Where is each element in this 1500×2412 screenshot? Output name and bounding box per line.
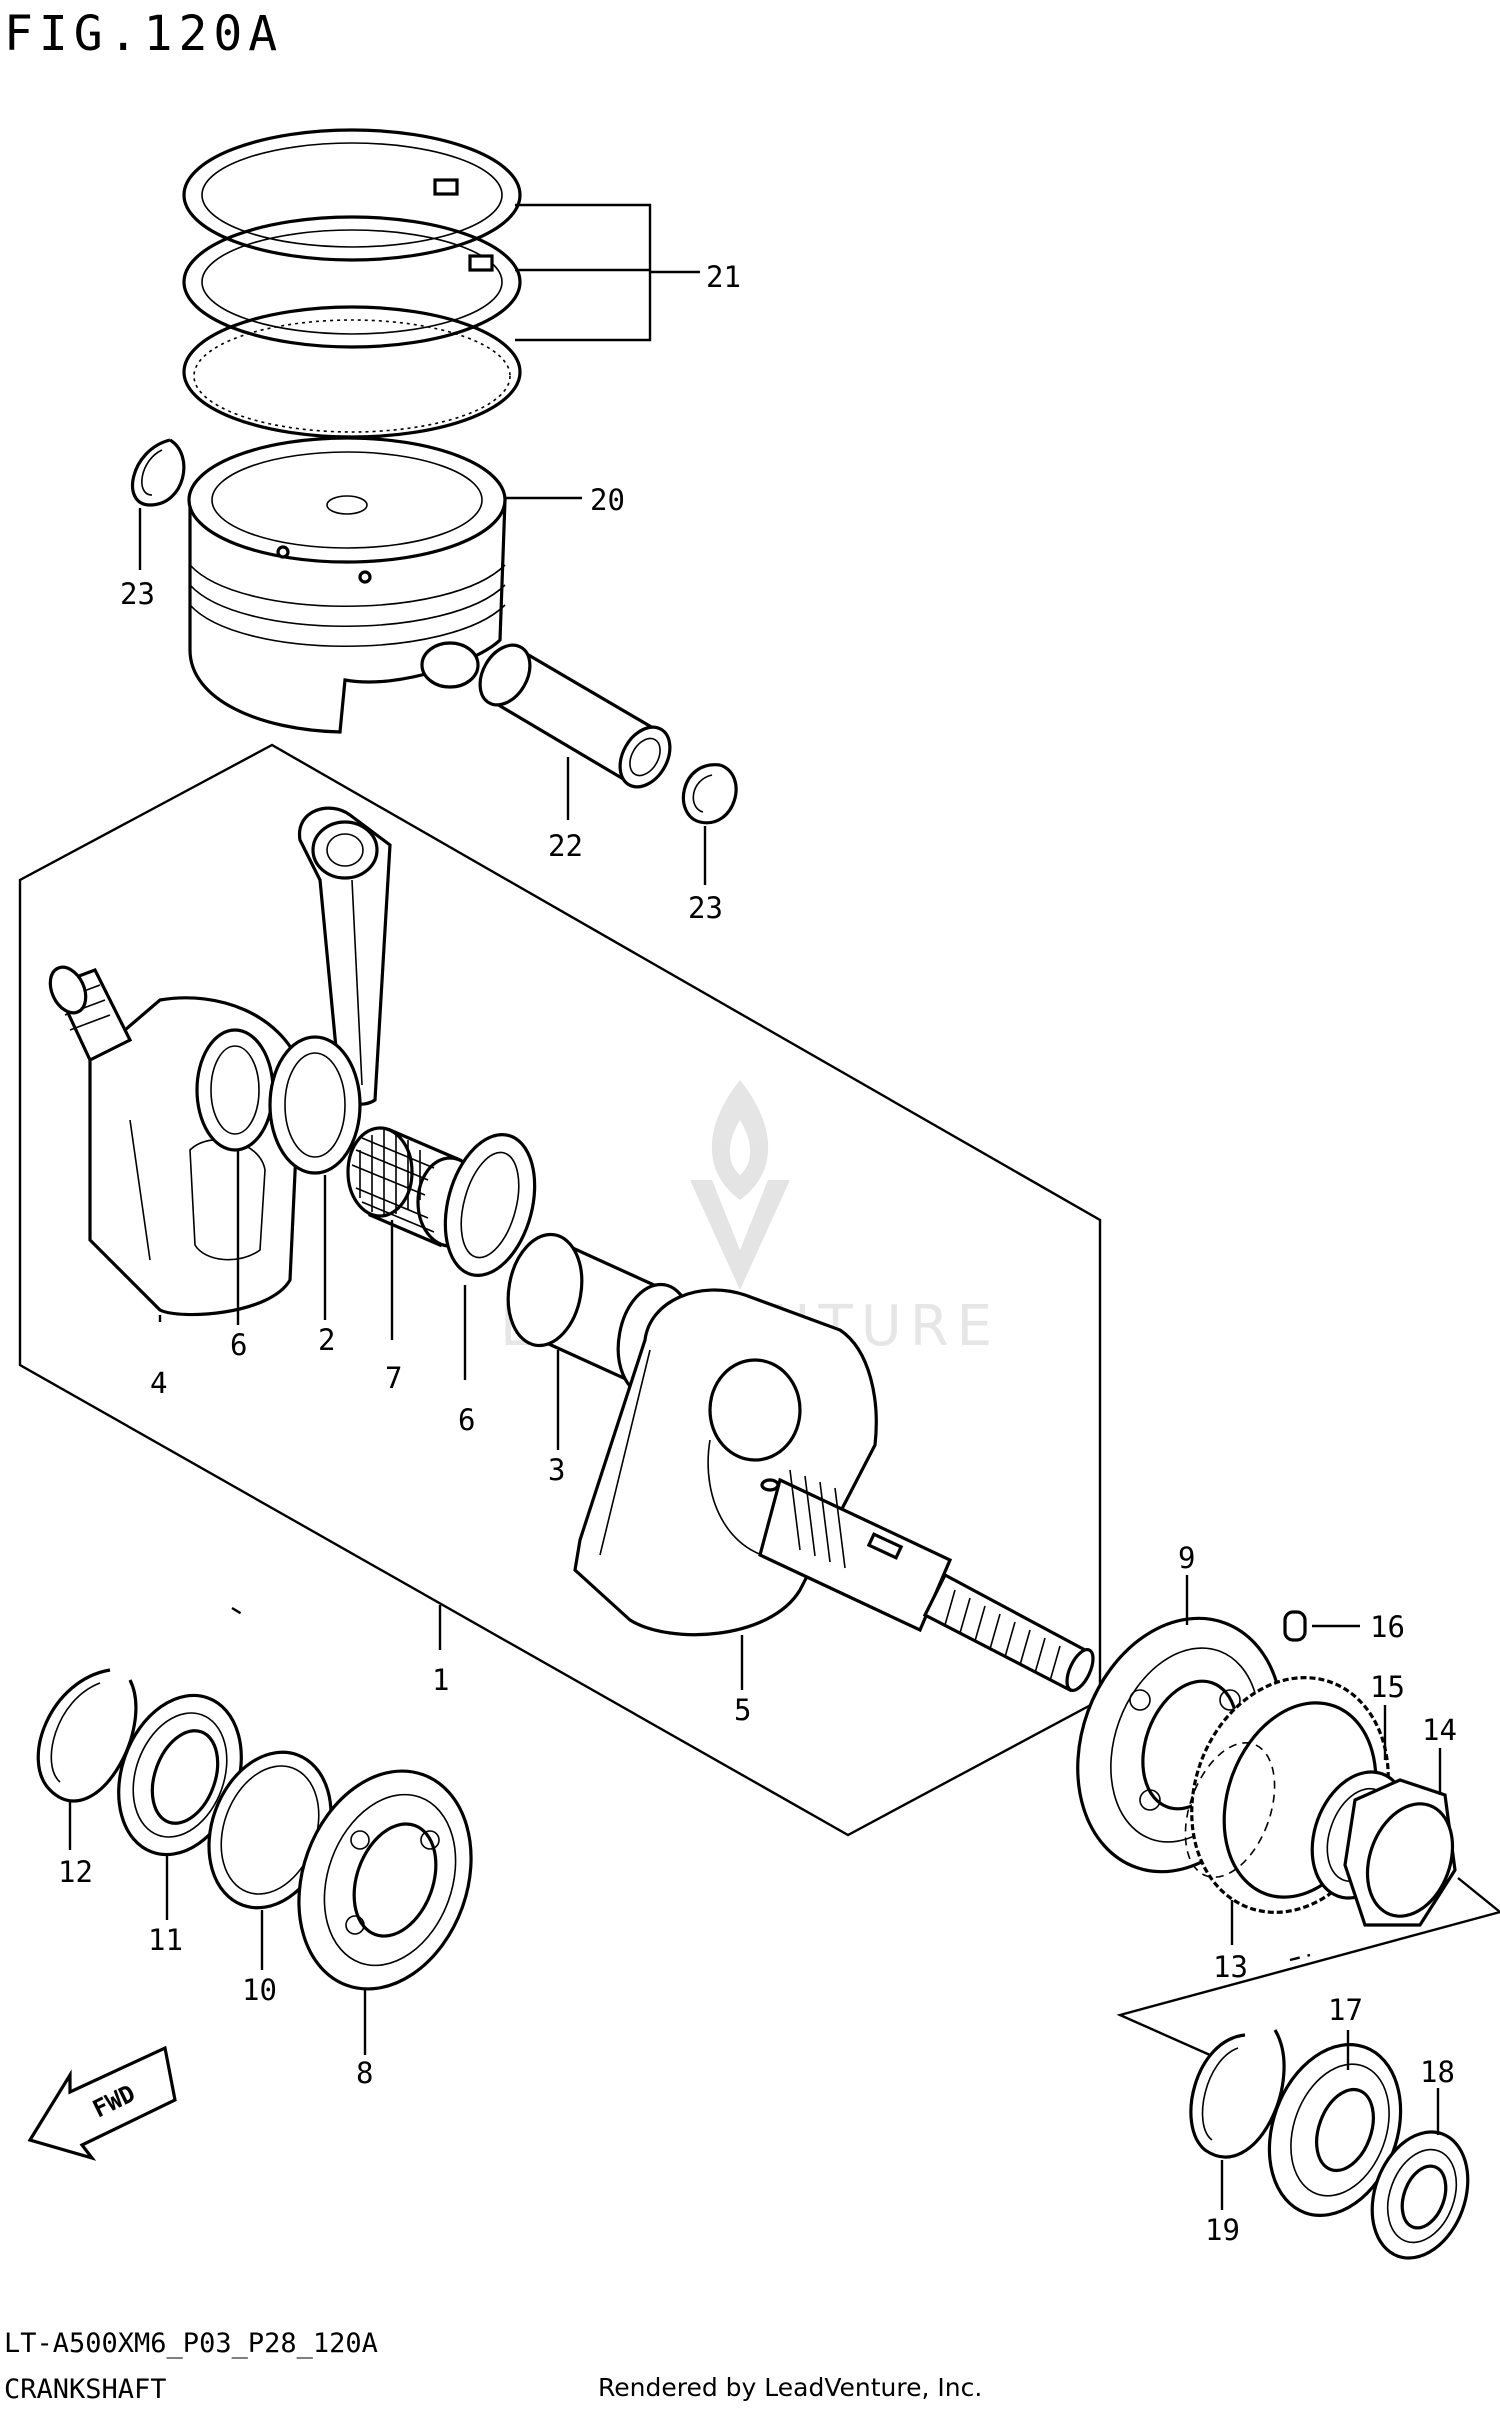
piston-pin-circlip-right[interactable] [681,763,738,825]
thrust-washer-right[interactable] [431,1125,549,1286]
diagram-code: LT-A500XM6_P03_P28_120A [4,2328,378,2359]
callout-12[interactable]: 12 [58,1855,93,1889]
circlip[interactable] [1189,2029,1286,2159]
nut[interactable] [1343,1778,1467,1928]
right-group-outline [1116,1877,1500,2057]
callout-6-left[interactable]: 6 [230,1328,247,1362]
circlip-left[interactable] [36,1668,138,1803]
callout-21[interactable]: 21 [706,260,741,294]
callout-22[interactable]: 22 [548,829,583,863]
callout-labels: 21 20 23 22 23 4 6 2 7 6 3 1 5 9 16 15 1… [58,260,1457,2247]
crank-pin-collar [268,1035,362,1175]
callout-18[interactable]: 18 [1420,2055,1455,2089]
section-title: CRANKSHAFT [4,2374,167,2405]
bearing[interactable] [1247,2026,1424,2234]
piston[interactable] [187,436,507,734]
callout-7[interactable]: 7 [385,1361,402,1395]
watermark-logo [690,1080,790,1290]
callout-13[interactable]: 13 [1213,1950,1248,1984]
oil-seal-left[interactable] [97,1678,262,1872]
callout-14[interactable]: 14 [1422,1713,1457,1747]
callout-6-right[interactable]: 6 [458,1403,475,1437]
piston-pin[interactable] [470,636,680,795]
callout-3[interactable]: 3 [548,1453,565,1487]
callout-5[interactable]: 5 [734,1693,751,1727]
connecting-rod[interactable] [298,806,392,1106]
thrust-washer-left[interactable] [195,1028,275,1152]
callout-8[interactable]: 8 [356,2056,373,2090]
crankshaft-group-outline [18,743,1102,1837]
callout-4[interactable]: 4 [150,1366,167,1400]
callout-20[interactable]: 20 [590,483,625,517]
piston-pin-circlip-left[interactable] [131,438,186,507]
callout-15[interactable]: 15 [1370,1670,1405,1704]
callout-23-right[interactable]: 23 [688,891,723,925]
callout-10[interactable]: 10 [242,1973,277,2007]
piston-ring-set[interactable] [182,128,522,439]
leader-21 [515,203,700,342]
fwd-arrow-icon: FWD [27,2045,177,2161]
crank-web-left[interactable] [43,961,302,1317]
callout-2[interactable]: 2 [318,1323,335,1357]
callout-23-left[interactable]: 23 [120,577,155,611]
render-credit: Rendered by LeadVenture, Inc. [598,2373,982,2402]
callout-17[interactable]: 17 [1328,1993,1363,2027]
oil-seal[interactable] [1355,2119,1484,2272]
callout-19[interactable]: 19 [1205,2213,1240,2247]
callout-1[interactable]: 1 [432,1663,449,1697]
crank-web-right[interactable] [573,1288,1098,1694]
figure-title: FIG.120A [4,6,283,62]
key[interactable] [1283,1610,1307,1642]
callout-16[interactable]: 16 [1370,1610,1405,1644]
callout-11[interactable]: 11 [148,1923,183,1957]
shim[interactable] [188,1735,352,1925]
main-bearing-left[interactable] [270,1747,501,2014]
callout-9[interactable]: 9 [1178,1541,1195,1575]
